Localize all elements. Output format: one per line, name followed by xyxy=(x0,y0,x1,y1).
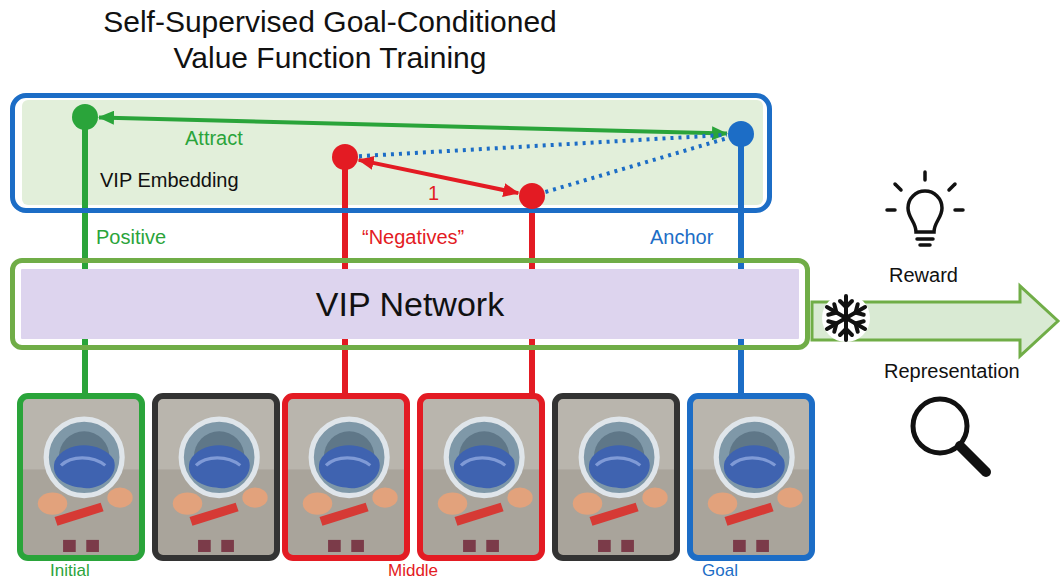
video-frame xyxy=(155,396,277,558)
node-text: VIP Network xyxy=(316,284,504,324)
video-frame xyxy=(555,396,677,558)
video-frame xyxy=(420,396,542,558)
video-frame xyxy=(690,396,812,558)
branch-label: “Negatives” xyxy=(362,226,464,249)
embedding-panel: VIP Embedding xyxy=(10,93,772,213)
video-frame xyxy=(20,396,142,558)
magnifier-icon xyxy=(913,399,986,472)
positive-point xyxy=(72,104,98,130)
edge-label: 1 xyxy=(428,182,439,205)
anchor-point xyxy=(728,121,754,147)
output-label: Representation xyxy=(884,360,1020,383)
frame-label: Middle xyxy=(388,561,438,581)
network-box: VIP Network xyxy=(10,258,810,350)
frame-label: Initial xyxy=(50,561,90,581)
frame-label: Goal xyxy=(702,561,738,581)
node-text: VIP Embedding xyxy=(100,168,239,192)
output-label: Reward xyxy=(889,264,958,287)
output-arrow xyxy=(812,286,1058,356)
negative-point xyxy=(332,144,358,170)
branch-label: Positive xyxy=(96,226,166,249)
edge-label: Attract xyxy=(185,127,243,150)
video-frame xyxy=(285,396,407,558)
snowflake-icon xyxy=(822,294,870,342)
lightbulb-icon xyxy=(887,172,963,245)
branch-label: Anchor xyxy=(650,226,713,249)
embedding-fill xyxy=(22,100,763,205)
negative-point xyxy=(519,183,545,209)
positive-line xyxy=(82,117,88,396)
diagram-title: Self-Supervised Goal-Conditioned Value F… xyxy=(10,4,650,76)
connector-line xyxy=(359,135,727,156)
connector-line xyxy=(545,138,727,192)
